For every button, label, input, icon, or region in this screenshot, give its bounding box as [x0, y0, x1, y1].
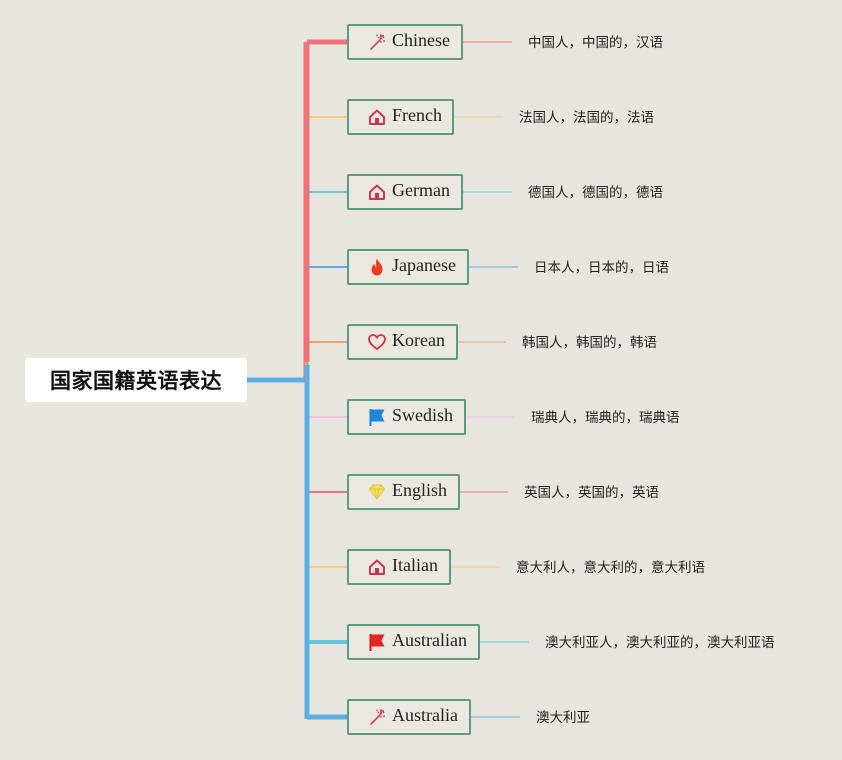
topic-german[interactable]: German [347, 174, 463, 210]
diamond-icon [367, 482, 387, 502]
topic-label: Italian [392, 554, 438, 575]
topic-korean[interactable]: Korean [347, 324, 458, 360]
red-flag-icon [367, 632, 387, 652]
topic-label: Australia [392, 704, 458, 725]
topic-chinese[interactable]: Chinese [347, 24, 463, 60]
root-topic[interactable]: 国家国籍英语表达 [25, 358, 247, 402]
topic-description: 中国人，中国的，汉语 [528, 35, 663, 51]
topic-description: 意大利人，意大利的，意大利语 [516, 560, 705, 576]
topic-label: English [392, 479, 448, 500]
topic-description: 瑞典人，瑞典的，瑞典语 [531, 410, 680, 426]
topic-description: 英国人，英国的，英语 [524, 485, 659, 501]
topic-label: Chinese [392, 29, 450, 50]
flame-icon [367, 257, 387, 277]
topic-italian[interactable]: Italian [347, 549, 451, 585]
magic-wand-icon [367, 707, 387, 727]
topic-label: French [392, 104, 442, 125]
topic-label: Australian [392, 629, 467, 650]
topic-japanese[interactable]: Japanese [347, 249, 469, 285]
topic-label: German [392, 179, 450, 200]
topic-description: 澳大利亚 [536, 710, 590, 726]
topic-australia[interactable]: Australia [347, 699, 471, 735]
topic-description: 日本人，日本的，日语 [534, 260, 669, 276]
topic-description: 澳大利亚人，澳大利亚的，澳大利亚语 [545, 635, 775, 651]
home-icon [367, 557, 387, 577]
home-icon [367, 107, 387, 127]
topic-description: 法国人，法国的，法语 [519, 110, 654, 126]
topic-swedish[interactable]: Swedish [347, 399, 466, 435]
topic-english[interactable]: English [347, 474, 460, 510]
topic-description: 韩国人，韩国的，韩语 [522, 335, 657, 351]
topic-label: Korean [392, 329, 445, 350]
root-topic-label: 国家国籍英语表达 [50, 369, 222, 393]
topic-label: Swedish [392, 404, 454, 425]
topic-french[interactable]: French [347, 99, 454, 135]
topic-label: Japanese [392, 254, 456, 275]
heart-icon [367, 332, 387, 352]
topic-description: 德国人，德国的，德语 [528, 185, 663, 201]
magic-wand-icon [367, 32, 387, 52]
topic-australian[interactable]: Australian [347, 624, 480, 660]
home-icon [367, 182, 387, 202]
blue-flag-icon [367, 407, 387, 427]
